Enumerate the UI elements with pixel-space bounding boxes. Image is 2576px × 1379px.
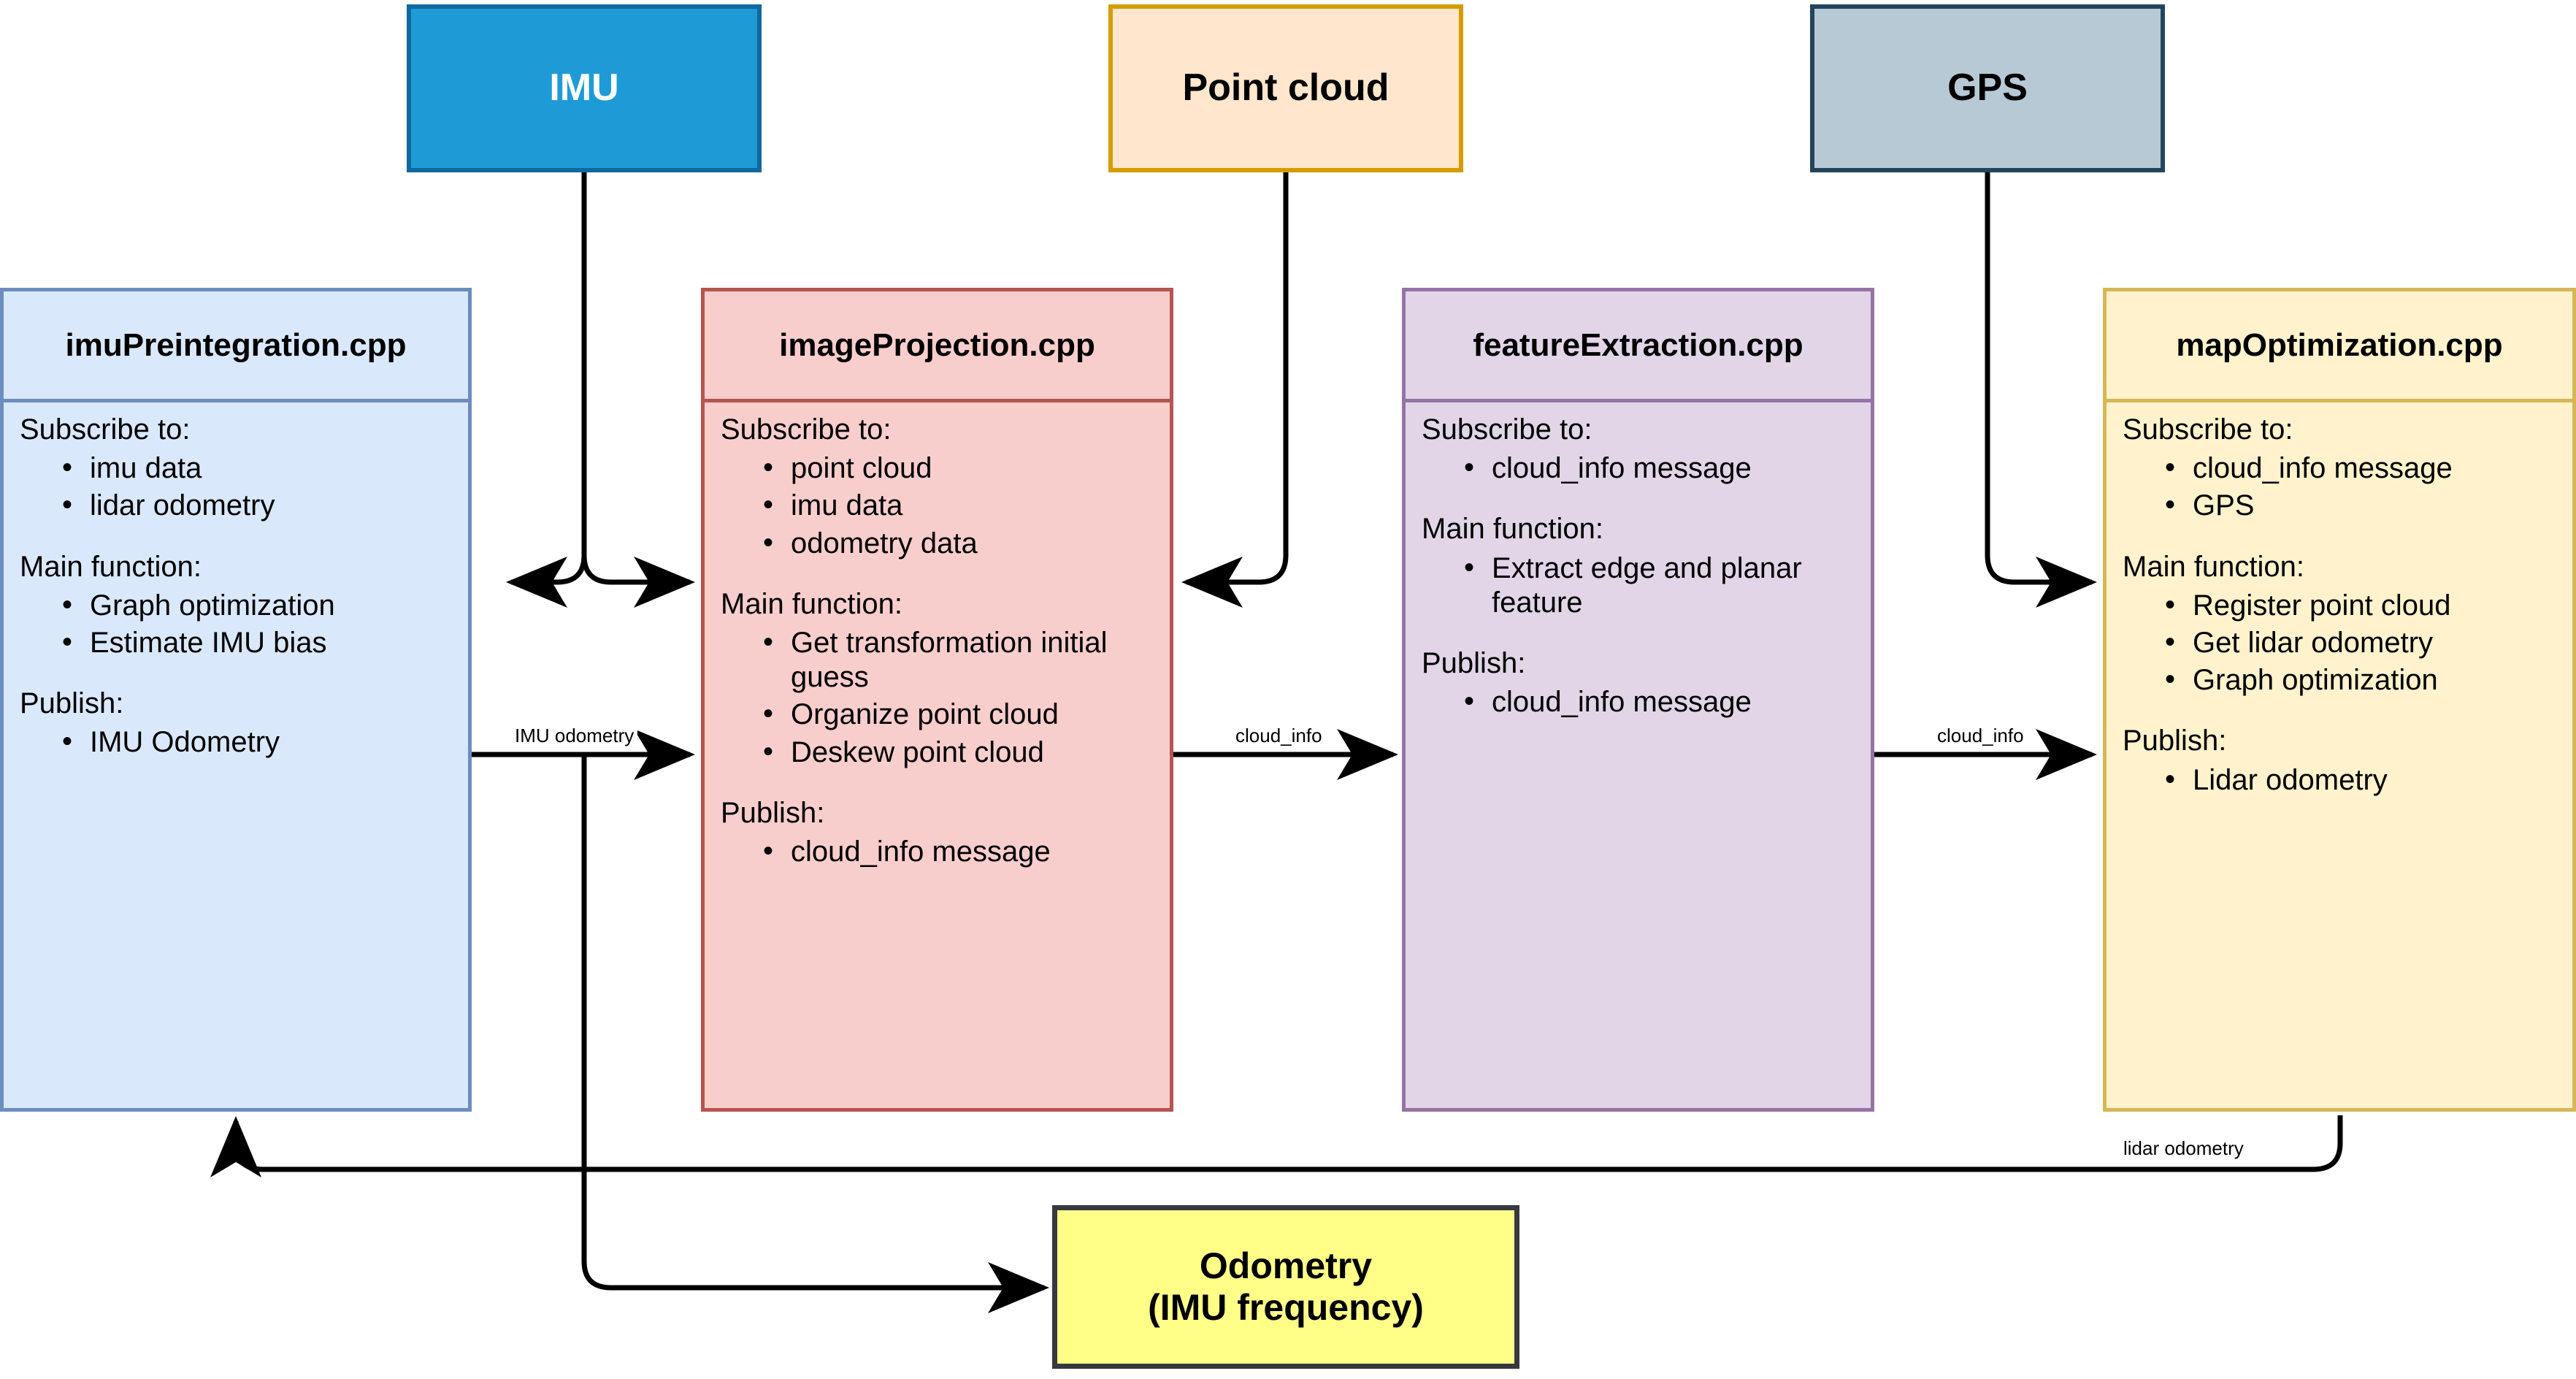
list-item: Register point cloud	[2165, 588, 2556, 623]
list-item: odometry data	[763, 526, 1154, 561]
list-item: Graph optimization	[62, 588, 452, 623]
output-box-odometry[interactable]: Odometry (IMU frequency)	[1052, 1205, 1519, 1369]
source-box-imu[interactable]: IMU	[407, 4, 762, 172]
module-box-featureextraction[interactable]: featureExtraction.cpp Subscribe to: clou…	[1402, 288, 1874, 1112]
list-item: imu data	[62, 451, 452, 486]
list-item: Lidar odometry	[2165, 762, 2556, 798]
list-item: imu data	[763, 488, 1154, 523]
module-header-imageprojection: imageProjection.cpp	[705, 291, 1170, 402]
section-list-publish: IMU Odometry	[20, 725, 452, 760]
output-label-line2: (IMU frequency)	[1148, 1287, 1424, 1328]
spacer	[20, 663, 452, 687]
list-item: cloud_info message	[1464, 684, 1855, 719]
spacer	[721, 564, 1154, 587]
output-label-line1: Odometry	[1199, 1245, 1373, 1286]
list-item: Organize point cloud	[763, 697, 1154, 732]
spacer	[2123, 527, 2556, 550]
section-list-subscribe: point cloud imu data odometry data	[721, 451, 1154, 561]
list-item: Extract edge and planar feature	[1464, 551, 1855, 620]
module-body-imageprojection: Subscribe to: point cloud imu data odome…	[705, 402, 1170, 1108]
edge-label-text: lidar odometry	[2123, 1137, 2244, 1159]
spacer	[1422, 489, 1855, 512]
module-title-imupreintegration: imuPreintegration.cpp	[65, 326, 407, 363]
section-list-publish: Lidar odometry	[2123, 762, 2556, 798]
section-list-subscribe: cloud_info message	[1422, 451, 1855, 486]
wire-imu-to-imageprojection	[581, 554, 695, 608]
wire-gps-to-mapoptimization	[1985, 172, 2097, 608]
source-label-gps: GPS	[1947, 66, 2028, 110]
section-list-main-function: Graph optimization Estimate IMU bias	[20, 588, 452, 660]
list-item: Get transformation initial guess	[763, 625, 1154, 695]
module-title-imageprojection: imageProjection.cpp	[779, 326, 1095, 363]
list-item: cloud_info message	[2165, 451, 2556, 486]
list-item: Graph optimization	[2165, 662, 2556, 698]
list-item: cloud_info message	[763, 834, 1154, 869]
section-label-publish: Publish:	[2123, 725, 2227, 757]
spacer	[20, 527, 452, 550]
list-item: cloud_info message	[1464, 451, 1855, 486]
wire-imu-to-imupreintegration	[506, 172, 587, 608]
edge-label-cloud-info-1: cloud_info	[1232, 725, 1326, 747]
module-body-mapoptimization: Subscribe to: cloud_info message GPS Mai…	[2107, 402, 2572, 1108]
section-list-main-function: Extract edge and planar feature	[1422, 551, 1855, 620]
source-box-point-cloud[interactable]: Point cloud	[1108, 4, 1463, 172]
section-list-main-function: Register point cloud Get lidar odometry …	[2123, 588, 2556, 698]
spacer	[2123, 700, 2556, 724]
section-label-main-function: Main function:	[1422, 513, 1604, 546]
list-item: GPS	[2165, 488, 2556, 523]
section-label-publish: Publish:	[721, 796, 825, 829]
section-label-subscribe: Subscribe to:	[2123, 413, 2293, 446]
section-label-subscribe: Subscribe to:	[20, 413, 191, 446]
source-box-gps[interactable]: GPS	[1810, 4, 2165, 172]
list-item: IMU Odometry	[62, 725, 452, 760]
edge-label-lidar-odometry: lidar odometry	[2120, 1137, 2247, 1160]
section-list-subscribe: cloud_info message GPS	[2123, 451, 2556, 523]
section-label-subscribe: Subscribe to:	[1422, 413, 1592, 446]
edge-label-imu-odometry: IMU odometry	[511, 725, 638, 747]
list-item: Get lidar odometry	[2165, 625, 2556, 660]
section-label-publish: Publish:	[20, 687, 124, 720]
module-body-imupreintegration: Subscribe to: imu data lidar odometry Ma…	[4, 402, 468, 1108]
spacer	[721, 773, 1154, 796]
module-header-mapoptimization: mapOptimization.cpp	[2107, 291, 2572, 402]
module-header-featureextraction: featureExtraction.cpp	[1406, 291, 1871, 402]
edge-label-text: cloud_info	[1235, 725, 1322, 746]
module-body-featureextraction: Subscribe to: cloud_info message Main fu…	[1406, 402, 1871, 1108]
list-item: Estimate IMU bias	[62, 625, 452, 660]
edge-label-cloud-info-2: cloud_info	[1933, 725, 2028, 747]
spacer	[1422, 623, 1855, 646]
module-box-imageprojection[interactable]: imageProjection.cpp Subscribe to: point …	[701, 288, 1173, 1112]
section-list-publish: cloud_info message	[721, 834, 1154, 869]
source-label-imu: IMU	[549, 66, 619, 110]
wire-pointcloud-to-imageprojection	[1181, 172, 1289, 608]
section-label-main-function: Main function:	[2123, 550, 2305, 583]
list-item: point cloud	[763, 451, 1154, 486]
wire-mapoptimization-to-imupreintegration	[210, 1115, 2343, 1177]
module-box-imupreintegration[interactable]: imuPreintegration.cpp Subscribe to: imu …	[0, 288, 472, 1112]
list-item: Deskew point cloud	[763, 734, 1154, 770]
module-title-mapoptimization: mapOptimization.cpp	[2176, 326, 2503, 363]
module-header-imupreintegration: imuPreintegration.cpp	[4, 291, 468, 402]
edge-label-text: cloud_info	[1937, 725, 2024, 746]
section-list-subscribe: imu data lidar odometry	[20, 451, 452, 523]
list-item: lidar odometry	[62, 488, 452, 523]
module-title-featureextraction: featureExtraction.cpp	[1473, 326, 1803, 363]
source-label-point-cloud: Point cloud	[1182, 66, 1389, 110]
module-box-mapoptimization[interactable]: mapOptimization.cpp Subscribe to: cloud_…	[2103, 288, 2576, 1112]
section-list-publish: cloud_info message	[1422, 684, 1855, 719]
section-label-subscribe: Subscribe to:	[721, 413, 892, 446]
section-label-main-function: Main function:	[721, 587, 903, 620]
section-label-publish: Publish:	[1422, 646, 1526, 679]
section-label-main-function: Main function:	[20, 550, 202, 583]
section-list-main-function: Get transformation initial guess Organiz…	[721, 625, 1154, 770]
edge-label-text: IMU odometry	[515, 725, 635, 746]
